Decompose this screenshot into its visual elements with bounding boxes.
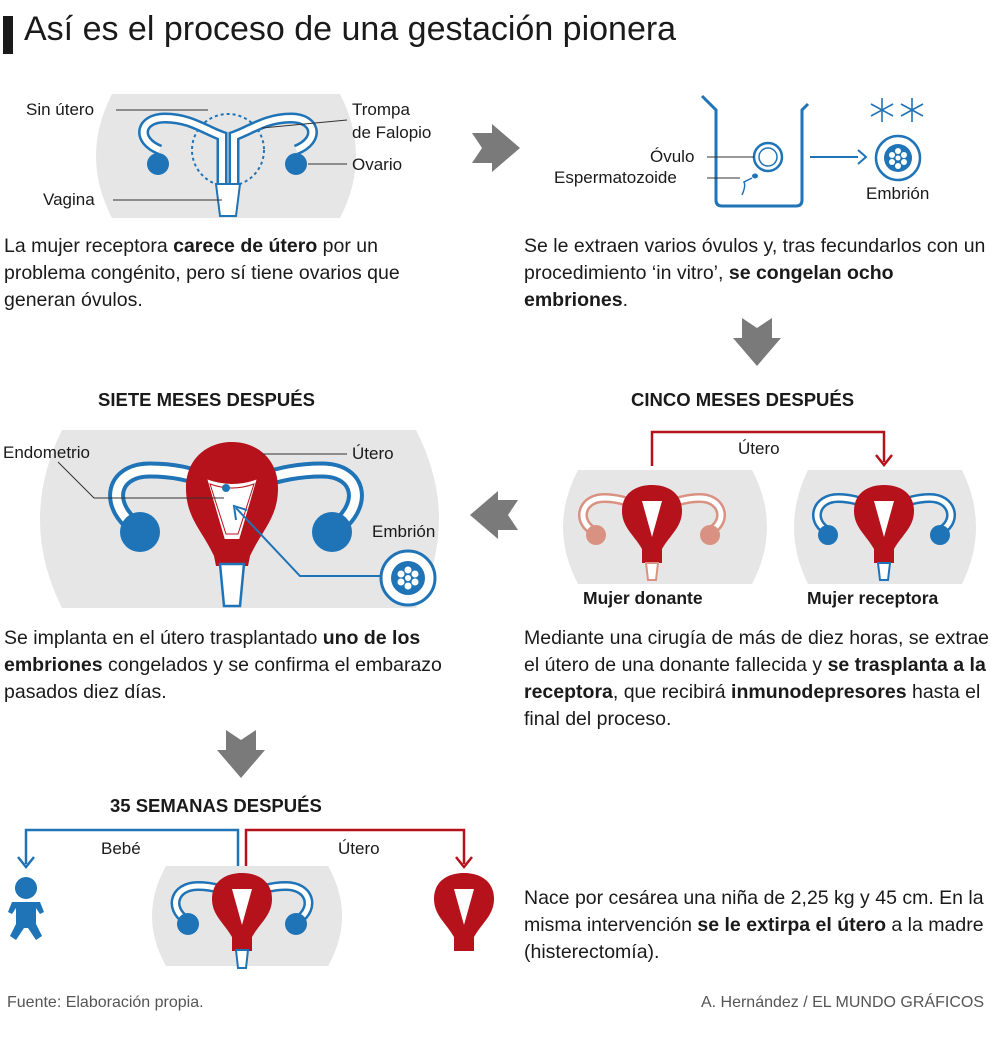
label-embryo-frozen: Embrión <box>866 184 930 203</box>
step5-heading: 35 SEMANAS DESPUÉS <box>110 795 322 816</box>
page-title: Así es el proceso de una gestación pione… <box>24 10 677 48</box>
label-donor: Mujer donante <box>583 588 703 608</box>
label-baby: Bebé <box>101 839 141 858</box>
label-recipient: Mujer receptora <box>807 588 939 608</box>
step1-text: La mujer receptora carece de útero por u… <box>4 235 400 311</box>
label-endometrium: Endometrio <box>3 443 90 462</box>
step2-text: Se le extraen varios óvulos y, tras fecu… <box>524 235 986 311</box>
footer-credit: A. Hernández / EL MUNDO GRÁFICOS <box>700 994 984 1011</box>
label-no-uterus: Sin útero <box>26 100 95 119</box>
removed-uterus <box>434 873 494 951</box>
label-sperm: Espermatozoide <box>554 168 677 187</box>
arrow-down-1 <box>733 318 781 366</box>
left-ovary <box>147 153 169 175</box>
implanted-embryo <box>222 484 230 492</box>
step3-text: Mediante una cirugía de más de diez hora… <box>524 627 990 730</box>
vagina-shape <box>214 183 242 217</box>
footer-source: Fuente: Elaboración propia. <box>7 994 204 1011</box>
step5-text: Nace por cesárea una niña de 2,25 kg y 4… <box>524 887 984 963</box>
step3-heading: CINCO MESES DESPUÉS <box>631 389 855 410</box>
label-fallopian-2: de Falopio <box>352 123 432 142</box>
step2-illustration <box>700 94 924 208</box>
step4-illustration <box>40 430 439 608</box>
label-fallopian-1: Trompa <box>352 100 410 119</box>
arrow-left-1 <box>470 491 518 539</box>
step4-heading: SIETE MESES DESPUÉS <box>98 389 315 410</box>
title-bar <box>3 16 13 54</box>
label-uterus-removed: Útero <box>338 839 380 858</box>
baby-icon <box>8 877 44 940</box>
ovum-outer <box>752 141 784 173</box>
label-vagina: Vagina <box>43 190 95 209</box>
right-ovary <box>285 153 307 175</box>
label-embryo: Embrión <box>372 522 436 541</box>
label-ovum: Óvulo <box>650 147 695 166</box>
step3-illustration <box>563 430 976 584</box>
sperm <box>741 177 753 196</box>
step1-illustration <box>96 94 356 218</box>
label-uterus: Útero <box>352 444 394 463</box>
beaker <box>700 94 810 208</box>
label-ovary: Ovario <box>352 155 403 174</box>
arrow-down-2 <box>217 730 265 778</box>
arrow-right-1 <box>472 124 520 172</box>
step4-text: Se implanta en el útero trasplantado uno… <box>4 627 442 703</box>
step5-illustration <box>8 828 494 969</box>
ovum-inner <box>758 147 778 167</box>
label-uterus-transfer: Útero <box>738 439 780 458</box>
snowflake-icon <box>870 98 924 122</box>
